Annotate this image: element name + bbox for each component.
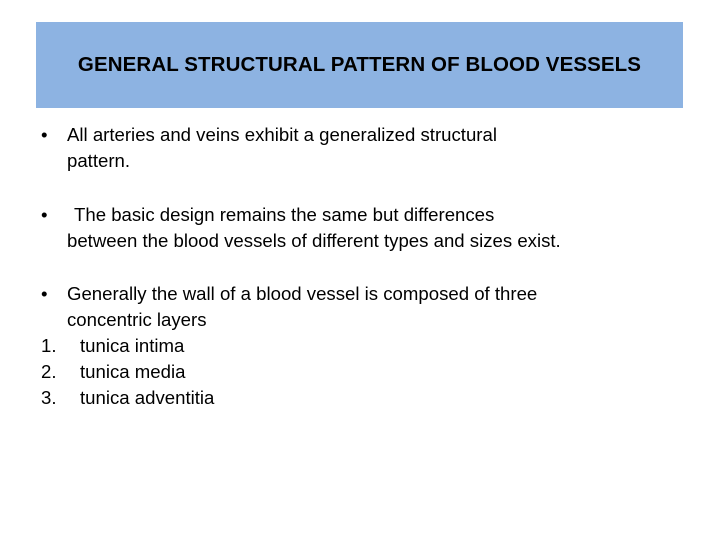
bullet-block-3: • Generally the wall of a blood vessel i…: [0, 281, 720, 333]
bullet-item: • Generally the wall of a blood vessel i…: [0, 281, 720, 333]
list-number: 3.: [41, 387, 57, 408]
bullet-marker-icon: •: [41, 204, 48, 225]
bullet-line: Generally the wall of a blood vessel is …: [67, 283, 538, 304]
bullet-item: • All arteries and veins exhibit a gener…: [0, 122, 720, 174]
list-item-label: tunica media: [80, 361, 186, 382]
bullet-line: between the blood vessels of different t…: [67, 230, 561, 251]
bullet-line: The basic design remains the same but di…: [74, 204, 495, 225]
bullet-marker-icon: •: [41, 124, 48, 145]
bullet-line: concentric layers: [67, 309, 207, 330]
spacer: [0, 254, 720, 281]
list-number: 1.: [41, 335, 57, 356]
spacer: [0, 174, 720, 202]
numbered-list-item: 2. tunica media: [0, 359, 720, 385]
slide-body: • All arteries and veins exhibit a gener…: [0, 122, 720, 411]
bullet-item: • The basic design remains the same but …: [0, 202, 720, 254]
numbered-list: 1. tunica intima 2. tunica media 3. tuni…: [0, 333, 720, 411]
list-item-label: tunica adventitia: [80, 387, 215, 408]
list-number: 2.: [41, 361, 57, 382]
list-item-label: tunica intima: [80, 335, 185, 356]
slide-title: GENERAL STRUCTURAL PATTERN OF BLOOD VESS…: [77, 53, 642, 77]
title-banner: GENERAL STRUCTURAL PATTERN OF BLOOD VESS…: [36, 22, 683, 108]
bullet-block-1: • All arteries and veins exhibit a gener…: [0, 122, 720, 174]
bullet-marker-icon: •: [41, 283, 48, 304]
bullet-line: pattern.: [67, 150, 131, 171]
numbered-list-item: 1. tunica intima: [0, 333, 720, 359]
numbered-list-item: 3. tunica adventitia: [0, 385, 720, 411]
bullet-line: All arteries and veins exhibit a general…: [67, 124, 497, 145]
bullet-block-2: • The basic design remains the same but …: [0, 202, 720, 254]
